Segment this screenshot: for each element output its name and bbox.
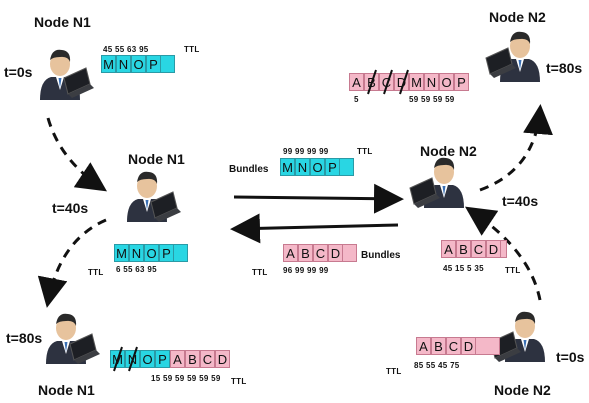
node-label-n2-t0: Node N2 <box>494 382 551 398</box>
ttl-label-n1-t0: TTL <box>184 45 200 54</box>
bundle-cell: N <box>129 244 144 262</box>
ttl-values-n1-t80: 15 59 59 59 59 59 <box>151 374 221 383</box>
bundle-cell: O <box>131 55 146 73</box>
ttl-values-n2-t80-left: 5 <box>354 95 359 104</box>
bundle-cell: P <box>146 55 161 73</box>
bundle-queue-tail <box>174 244 188 262</box>
time-label-n2-t80: t=80s <box>546 60 583 76</box>
bundle-cell: C <box>313 244 328 262</box>
bundle-cell: N <box>424 73 439 91</box>
bundle-cell: P <box>159 244 174 262</box>
ttl-label-n1-t80: TTL <box>231 377 247 386</box>
bundle-cell: D <box>461 337 476 355</box>
bundle-queue-n1-t40: M N O P <box>114 244 188 262</box>
ttl-values-transfer-bottom: 96 99 99 99 <box>283 266 329 275</box>
ttl-label-transfer-top: TTL <box>357 147 373 156</box>
bundle-cell: M <box>114 244 129 262</box>
bundle-cell: A <box>283 244 298 262</box>
bundle-cell: N <box>295 158 310 176</box>
ttl-values-n2-t40: 45 15 5 35 <box>443 264 484 273</box>
ttl-values-n1-t0: 45 55 63 95 <box>103 45 149 54</box>
bundle-cell: P <box>155 350 170 368</box>
node-label-n1-t40: Node N1 <box>128 151 185 167</box>
bundle-queue-n2-t0: A B C D <box>416 337 500 355</box>
time-label-n1-t40: t=40s <box>52 200 89 216</box>
bundle-cell: A <box>441 240 456 258</box>
time-label-n1-t0: t=0s <box>4 64 33 80</box>
bundle-cell: M <box>409 73 424 91</box>
bundle-cell: D <box>215 350 230 368</box>
bundle-cell: O <box>144 244 159 262</box>
bundle-queue-transfer-top: M N O P <box>280 158 354 176</box>
bundle-queue-n2-t80: A B C D M N O P <box>349 73 469 91</box>
arrow-n2-t0-to-t40 <box>465 206 542 301</box>
bundle-cell: C <box>446 337 461 355</box>
bundle-cell: P <box>325 158 340 176</box>
person-n1-t80-icon <box>46 313 101 365</box>
node-label-n2-t40: Node N2 <box>420 143 477 159</box>
bundle-queue-transfer-bottom: A B C D <box>283 244 357 262</box>
person-n1-t40-icon <box>127 171 182 223</box>
expired-strike-marks <box>367 69 409 95</box>
time-label-n1-t80: t=80s <box>6 330 43 346</box>
bundle-cell: B <box>298 244 313 262</box>
ttl-values-transfer-top: 99 99 99 99 <box>283 147 329 156</box>
bundle-cell: P <box>454 73 469 91</box>
bundle-cell: B <box>456 240 471 258</box>
bundle-cell: N <box>116 55 131 73</box>
node-label-n1-t0: Node N1 <box>34 14 91 30</box>
bundle-queue-tail <box>340 158 354 176</box>
time-label-n2-t40: t=40s <box>502 193 539 209</box>
bundle-cell: M <box>280 158 295 176</box>
node-label-n2-t80: Node N2 <box>489 9 546 25</box>
bundle-cell: M <box>101 55 116 73</box>
ttl-values-n1-t40: 6 55 63 95 <box>116 265 157 274</box>
expired-strike-marks <box>113 346 138 372</box>
arrow-n1-t40-to-t80 <box>37 218 107 308</box>
bundle-cell: B <box>185 350 200 368</box>
bundle-queue-tail <box>161 55 175 73</box>
person-n1-t0-icon <box>40 49 95 100</box>
bundle-cell: A <box>416 337 431 355</box>
arrow-n2-t40-to-t80 <box>479 104 553 192</box>
bundle-cell: A <box>349 73 364 91</box>
bundle-cell: O <box>439 73 454 91</box>
bundle-cell: B <box>431 337 446 355</box>
bundle-cell: D <box>328 244 343 262</box>
bundles-label-bottom: Bundles <box>361 250 401 261</box>
arrow-transfer-right <box>233 183 404 214</box>
ttl-values-n2-t0: 85 55 45 75 <box>414 361 460 370</box>
bundle-cell: C <box>200 350 215 368</box>
ttl-label-n1-t40: TTL <box>88 268 104 277</box>
time-label-n2-t0: t=0s <box>556 349 585 365</box>
bundle-queue-n2-t40: A B C D <box>441 240 507 258</box>
ttl-label-transfer-bottom: TTL <box>252 268 268 277</box>
bundle-cell: O <box>140 350 155 368</box>
ttl-label-n2-t0: TTL <box>386 367 402 376</box>
person-n2-t80-icon <box>485 31 540 82</box>
bundle-cell: A <box>170 350 185 368</box>
bundle-queue-tail <box>343 244 357 262</box>
bundle-queue-tail <box>501 240 507 258</box>
bundle-queue-n1-t0: M N O P <box>101 55 175 73</box>
bundle-cell: D <box>486 240 501 258</box>
bundles-label-top: Bundles <box>229 164 269 175</box>
ttl-label-n2-t40: TTL <box>505 266 521 275</box>
arrow-transfer-left <box>230 213 399 244</box>
ttl-values-n2-t80-right: 59 59 59 59 <box>409 95 455 104</box>
person-n2-t40-icon <box>409 157 464 209</box>
bundle-cell: O <box>310 158 325 176</box>
bundle-queue-tail <box>476 337 500 355</box>
node-label-n1-t80: Node N1 <box>38 382 95 398</box>
bundle-cell: C <box>471 240 486 258</box>
arrow-n1-t0-to-t40 <box>46 117 107 192</box>
